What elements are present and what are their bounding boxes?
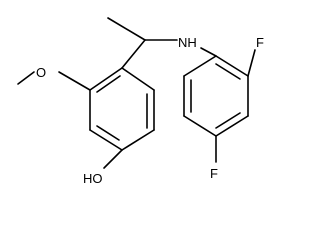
nh-label: NH xyxy=(178,35,197,50)
methoxy-o-bond xyxy=(58,71,91,91)
ring-b-bond-1 xyxy=(215,55,249,77)
ring-a-bond-1 xyxy=(89,67,123,91)
fluorine-top-bond xyxy=(247,49,256,77)
difluorophenyl-ring xyxy=(183,55,249,137)
ring-a-double-bond-2 xyxy=(96,125,120,141)
methoxy-oxygen-label: O xyxy=(36,65,46,80)
fluorine-top-label: F xyxy=(256,35,264,50)
ring-b-double-bond-2 xyxy=(215,112,241,129)
hydroxyl-bond xyxy=(103,149,123,169)
ring-b-double-bond-1 xyxy=(215,63,241,80)
methyl-bond xyxy=(107,17,146,41)
substituent-bonds xyxy=(17,49,256,169)
fluorine-bottom-label: F xyxy=(210,166,218,181)
ring-b-bond-6 xyxy=(183,55,217,77)
nh-to-ring-bond xyxy=(200,47,217,57)
ring-a-double-bond-1 xyxy=(96,75,121,93)
ring-a-bond-3 xyxy=(89,129,123,151)
ring-to-ch-bond xyxy=(121,39,146,69)
methoxy-methyl-bond xyxy=(17,71,35,85)
phenol-ring xyxy=(89,67,155,151)
ring-a-bond-6 xyxy=(121,67,155,91)
molecule-structure-diagram: NH F F HO O xyxy=(17,17,264,185)
ring-a-bond-4 xyxy=(121,129,155,151)
hydroxyl-label: HO xyxy=(83,171,103,185)
ring-b-bond-3 xyxy=(215,115,249,137)
ethylamine-linker xyxy=(107,17,217,69)
ring-b-bond-4 xyxy=(183,115,217,137)
